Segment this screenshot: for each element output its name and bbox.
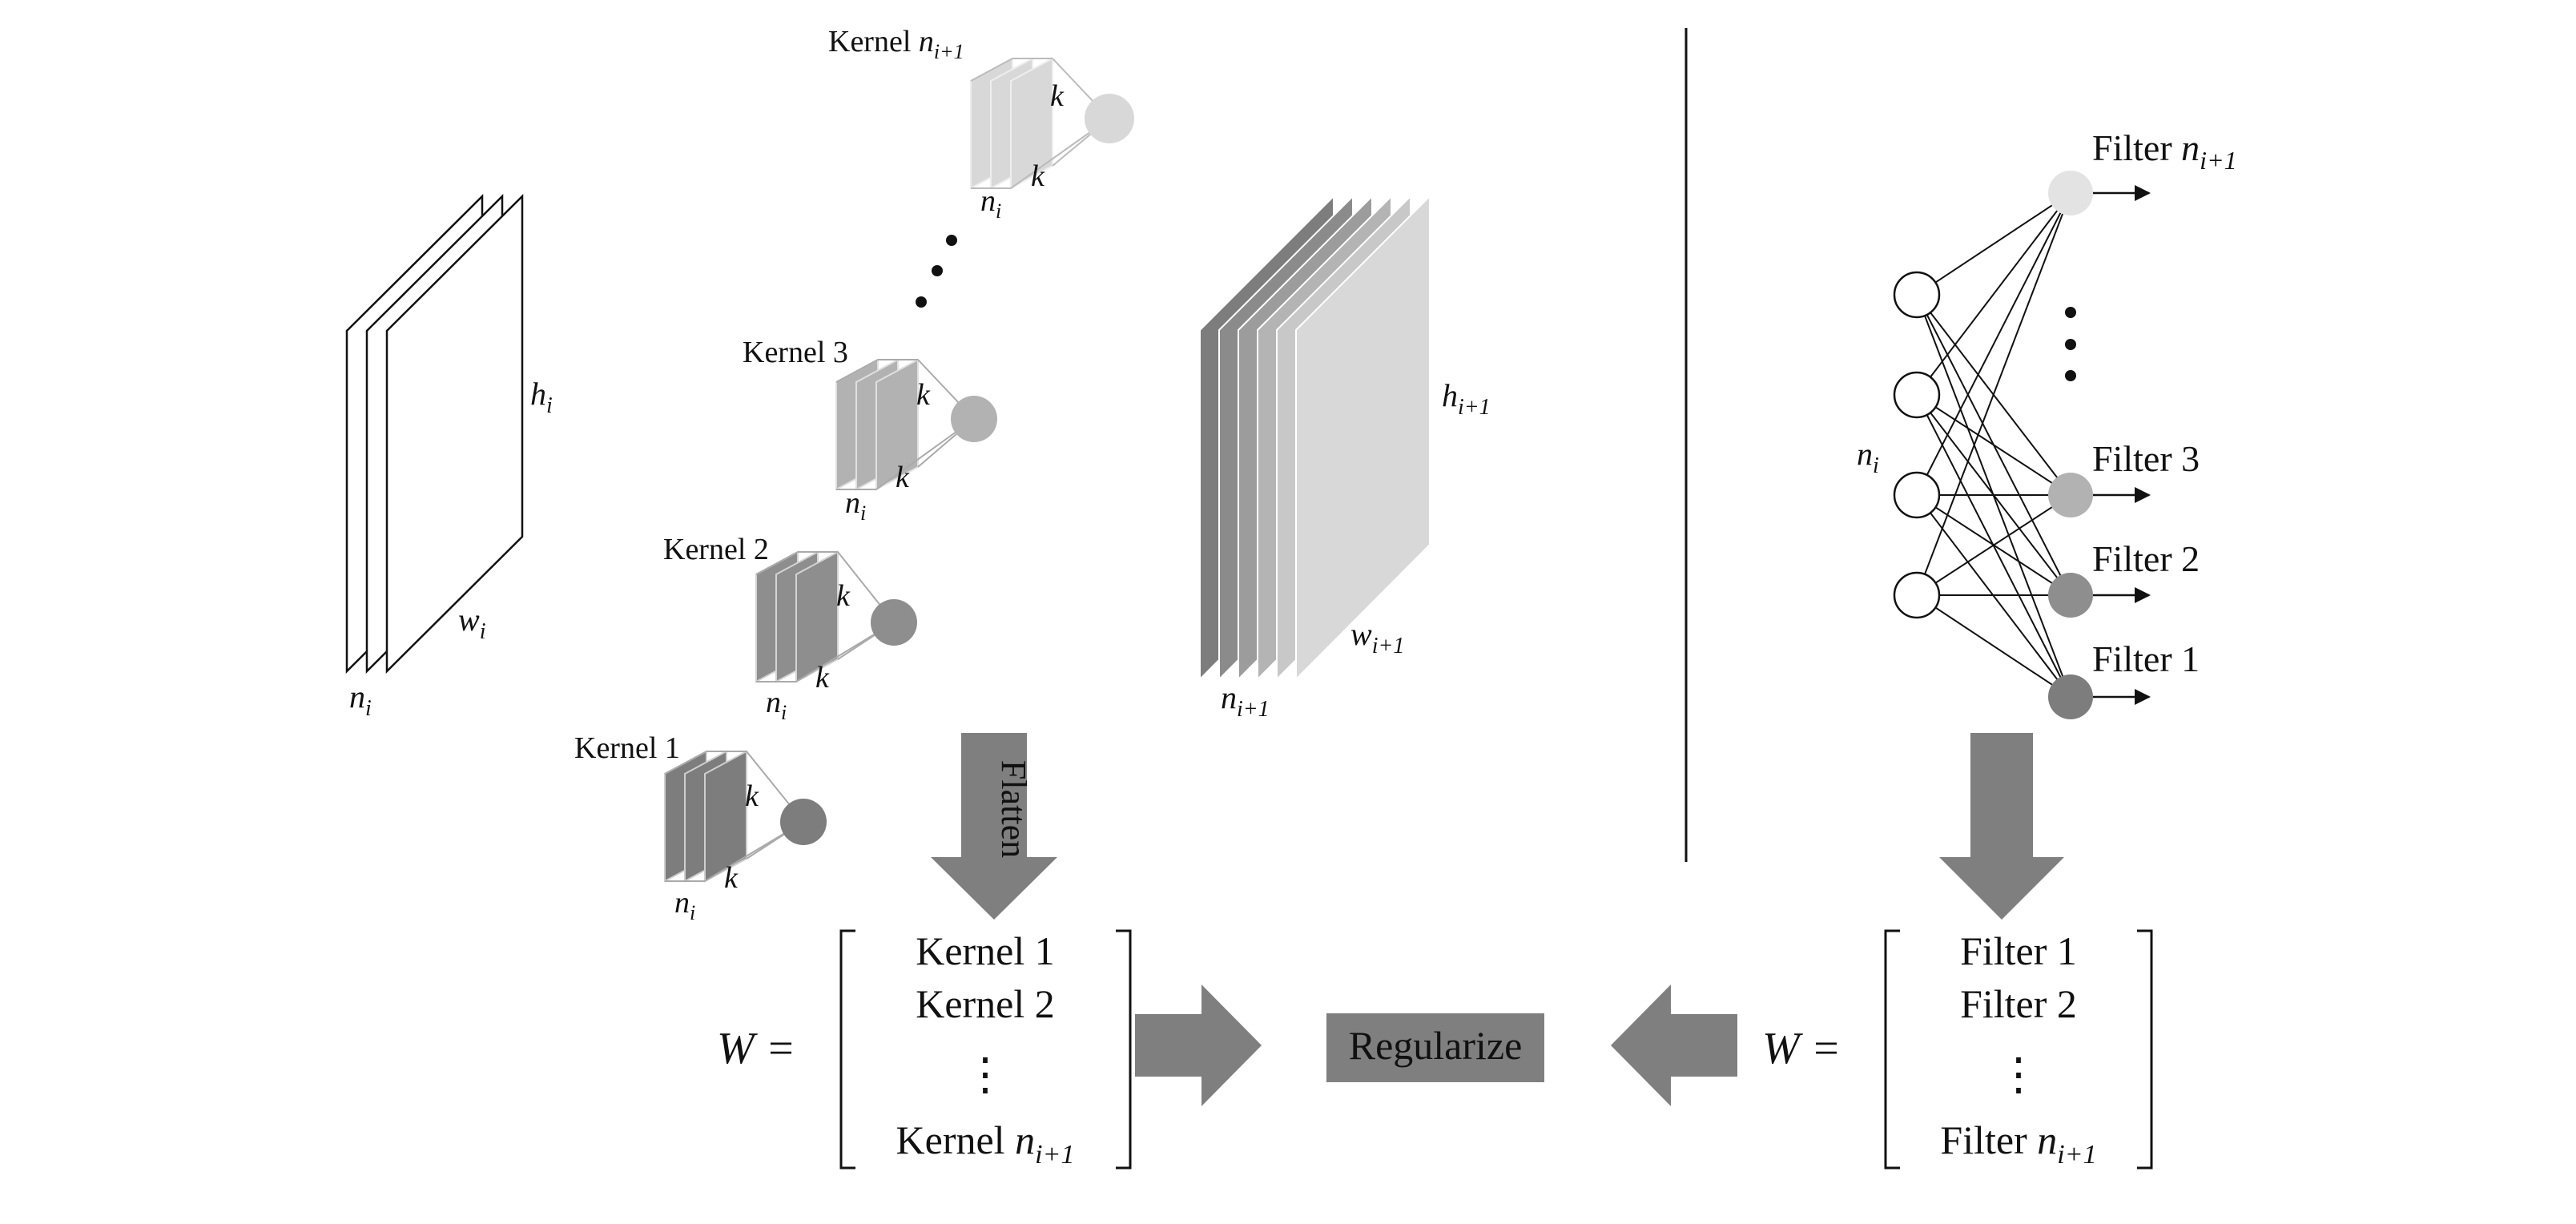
right-matrix-row-dots: ⋮ [1996,1050,2041,1100]
filter-3-label: Filter 3 [2092,438,2200,479]
filter-ellipsis-dot [2065,307,2076,318]
input-w-label: wi [458,602,485,644]
kernel-ellipsis [916,235,957,308]
filter-3-node [2048,473,2093,517]
flatten-label: Flatten [994,760,1033,858]
right-matrix-row-2: Filter 2 [1960,981,2077,1026]
kernel-2-k-side: k [836,579,851,613]
kernel-1-title: Kernel 1 [574,731,680,765]
kernel-n-n-label: ni [980,184,1001,223]
kernel-n-node [1085,94,1134,143]
left-matrix-row-1: Kernel 1 [916,928,1055,973]
filter-n-label: Filter ni+1 [2092,127,2237,175]
kernel-3-node [951,396,997,442]
network-input-label: ni [1857,436,1879,478]
filter-2-label: Filter 2 [2092,538,2200,579]
flatten-arrow: Flatten [931,733,1057,920]
network-output-nodes: Filter ni+1 Filter 3 Filter 2 Filter 1 [2048,127,2237,719]
filter-ellipsis-dot [2065,370,2076,381]
input-feature-maps: ni hi wi [345,193,553,721]
kernel-1-k-bottom: k [724,861,739,895]
arrow-to-regularize-left [1135,984,1262,1106]
kernel-3-k-bottom: k [896,461,910,494]
left-matrix-bracket-right [1116,929,1132,1170]
kernel-n-title: Kernel ni+1 [828,25,964,63]
network-edges [1916,192,2071,698]
right-matrix-bracket-left [1884,929,1900,1170]
input-node [1893,571,1941,619]
right-matrix-row-last: Filter ni+1 [1940,1117,2096,1170]
right-matrix-bracket-right [2137,929,2153,1170]
filter-1-node [2048,674,2093,719]
right-matrix-lhs: W = [1762,1024,1841,1073]
regularize-label: Regularize [1349,1023,1523,1068]
right-weight-matrix: W = Filter 1 Filter 2 ⋮ Filter ni+1 [1762,928,2153,1170]
input-node [1893,471,1941,519]
kernel-1-k-side: k [745,779,759,813]
input-h-label: hi [530,376,553,418]
output-feature-maps: ni+1 hi+1 wi+1 [1199,194,1491,722]
filter-n-node [2048,171,2093,215]
left-matrix-bracket-left [839,929,855,1170]
kernel-1-node [780,799,827,845]
regularize-box: Regularize [1326,1013,1544,1082]
filter-2-node [2048,573,2093,618]
filter-ellipsis-dot [2065,339,2076,350]
kernel-2-k-bottom: k [815,661,830,695]
right-down-arrow [1939,733,2064,920]
input-node [1893,371,1941,419]
kernel-2-node [871,599,917,646]
input-n-label: ni [349,678,372,721]
arrow-to-regularize-right [1611,984,1737,1106]
kernel-n-k-side: k [1050,79,1065,113]
kernel-n-k-bottom: k [1031,159,1045,193]
output-n-label: ni+1 [1221,679,1270,722]
kernel-3-n-label: ni [845,486,866,525]
kernel-3-k-side: k [916,378,931,412]
left-matrix-row-dots: ⋮ [963,1050,1008,1100]
kernel-2-n-label: ni [766,686,787,724]
left-matrix-lhs: W = [717,1024,795,1073]
left-matrix-row-last: Kernel ni+1 [896,1117,1075,1170]
kernel-1: Kernel 1 k k ni [574,731,827,924]
input-node [1893,271,1941,319]
network-input-nodes: ni [1857,271,1941,619]
filter-1-label: Filter 1 [2092,638,2200,679]
kernel-2: Kernel 2 k k ni [663,533,917,724]
left-matrix-row-2: Kernel 2 [916,981,1055,1026]
output-w-label: wi+1 [1350,616,1404,658]
kernel-3: Kernel 3 k k ni [743,336,997,525]
kernel-3-title: Kernel 3 [743,336,848,369]
output-h-label: hi+1 [1442,377,1491,420]
right-matrix-row-1: Filter 1 [1960,928,2077,973]
kernel-2-title: Kernel 2 [663,533,769,566]
left-weight-matrix: W = Kernel 1 Kernel 2 ⋮ Kernel ni+1 [717,928,1132,1170]
kernel-n: Kernel ni+1 k k ni [828,25,1134,223]
kernel-1-n-label: ni [674,886,695,924]
